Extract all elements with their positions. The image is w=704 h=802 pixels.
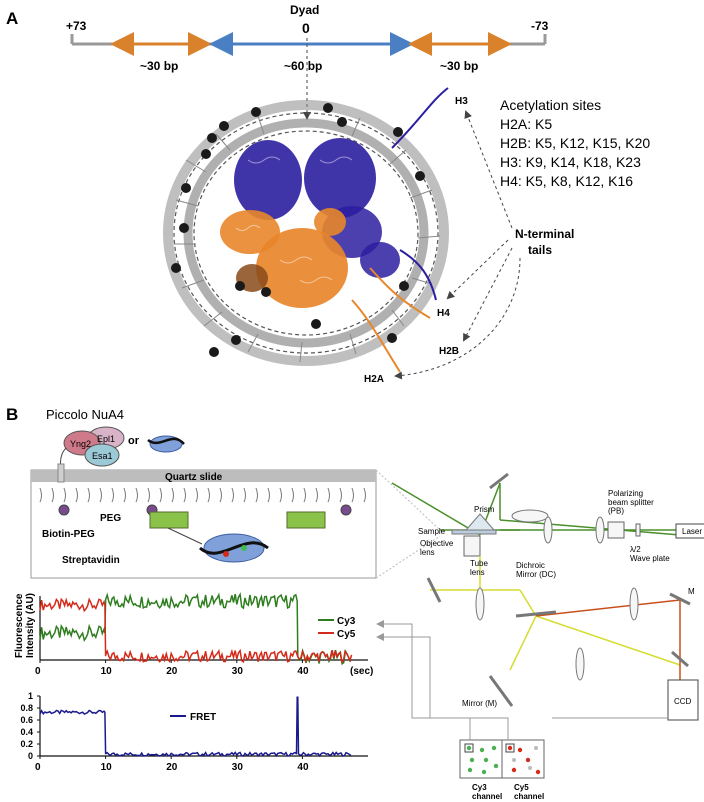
mirror-m-label: M: [688, 587, 695, 596]
acetylation-title: Acetylation sites: [500, 97, 601, 113]
acetylation-h3: H3: K9, K14, K18, K23: [500, 154, 641, 170]
x-tick-label: 10: [101, 666, 113, 677]
y-tick-label: 0.8: [20, 703, 33, 713]
quartz-label: Quartz slide: [165, 472, 223, 483]
esa1-label: Esa1: [92, 451, 113, 461]
intensity-chart: 0 10 20 30 40 (sec) FluorescenceIntensity (AU)…: [14, 592, 373, 677]
x-tick-label: 0: [35, 762, 41, 773]
sample-label: Sample: [418, 527, 446, 536]
h4-label: H4: [437, 308, 450, 319]
x-tick-label: 0: [35, 666, 41, 677]
ruler-left: +73: [66, 19, 87, 33]
x-tick-label: 40: [297, 762, 309, 773]
prism-label: Prism: [474, 505, 495, 514]
h3-tail: [391, 87, 449, 149]
x-tick-label: 30: [232, 762, 244, 773]
h3-label: H3: [455, 96, 468, 107]
complex-title: Piccolo NuA4: [46, 407, 124, 422]
x-tick-label: 40: [297, 666, 309, 677]
seg-left: ~30 bp: [140, 59, 178, 73]
laser-label: Laser: [682, 527, 702, 536]
streptavidin-label: Streptavidin: [62, 555, 120, 566]
biotin-peg-label: Biotin-PEG: [42, 529, 95, 540]
legend-label-cy3: Cy3: [337, 616, 356, 627]
tails-line2: tails: [528, 243, 552, 257]
panel-a-label: A: [6, 9, 18, 28]
n-terminal-tails-callout: N-terminal tails: [394, 110, 574, 380]
seg-right: ~30 bp: [440, 59, 478, 73]
ccd-label: CCD: [674, 697, 692, 706]
mirror-label: Mirror (M): [462, 699, 497, 708]
y-tick-label: 0.2: [20, 739, 33, 749]
h4-tail: [399, 249, 437, 301]
or-label: or: [128, 435, 140, 447]
h2a-tail: [351, 299, 401, 373]
seg-mid: ~60 bp: [284, 59, 322, 73]
ruler-right: -73: [531, 19, 549, 33]
dna-ruler: +73 -73 Dyad 0 ~30 bp ~60 bp ~30 bp: [66, 3, 549, 120]
series-line-cy5: [39, 597, 353, 664]
x-tick-label: 30: [232, 666, 244, 677]
panel-b-label: B: [6, 405, 18, 424]
acetylation-sites: Acetylation sites H2A: K5 H2B: K5, K12, …: [500, 97, 650, 189]
nucleosome-icon: [147, 435, 185, 453]
acetylation-h4: H4: K5, K8, K12, K16: [500, 173, 633, 189]
yng2-label: Yng2: [70, 439, 91, 449]
nucleosome-structure: [163, 87, 449, 373]
h2b-label: H2B: [439, 346, 459, 357]
y-tick-label: 0.4: [20, 727, 33, 737]
h2a-label: H2A: [364, 374, 384, 385]
piccolo-complex: Epl1 Yng2 Esa1: [57, 426, 125, 478]
h2b-tail: [369, 267, 431, 319]
x-tick-label: 10: [101, 762, 113, 773]
legend-label-fret: FRET: [190, 712, 216, 723]
x-tick-label: 20: [166, 762, 178, 773]
dyad-label: Dyad: [290, 3, 319, 17]
y-tick-label: 1: [28, 691, 33, 701]
x-tick-label: 20: [166, 666, 178, 677]
y-tick-label: 0: [28, 751, 33, 761]
y-tick-label: 0.6: [20, 715, 33, 725]
surface-inset: Quartz slide PEG Biotin-PEG Streptavidin: [30, 463, 377, 579]
series-line-fret: [39, 696, 352, 758]
dyad-zero: 0: [302, 20, 310, 36]
y-axis-label: FluorescenceIntensity (AU): [14, 593, 36, 658]
peg-label: PEG: [100, 513, 121, 524]
legend-label-cy5: Cy5: [337, 629, 356, 640]
epl1-label: Epl1: [97, 434, 115, 444]
x-axis-label: (sec): [350, 666, 373, 677]
acetylation-h2a: H2A: K5: [500, 116, 552, 132]
tails-line1: N-terminal: [515, 227, 574, 241]
acetylation-h2b: H2B: K5, K12, K15, K20: [500, 135, 650, 151]
